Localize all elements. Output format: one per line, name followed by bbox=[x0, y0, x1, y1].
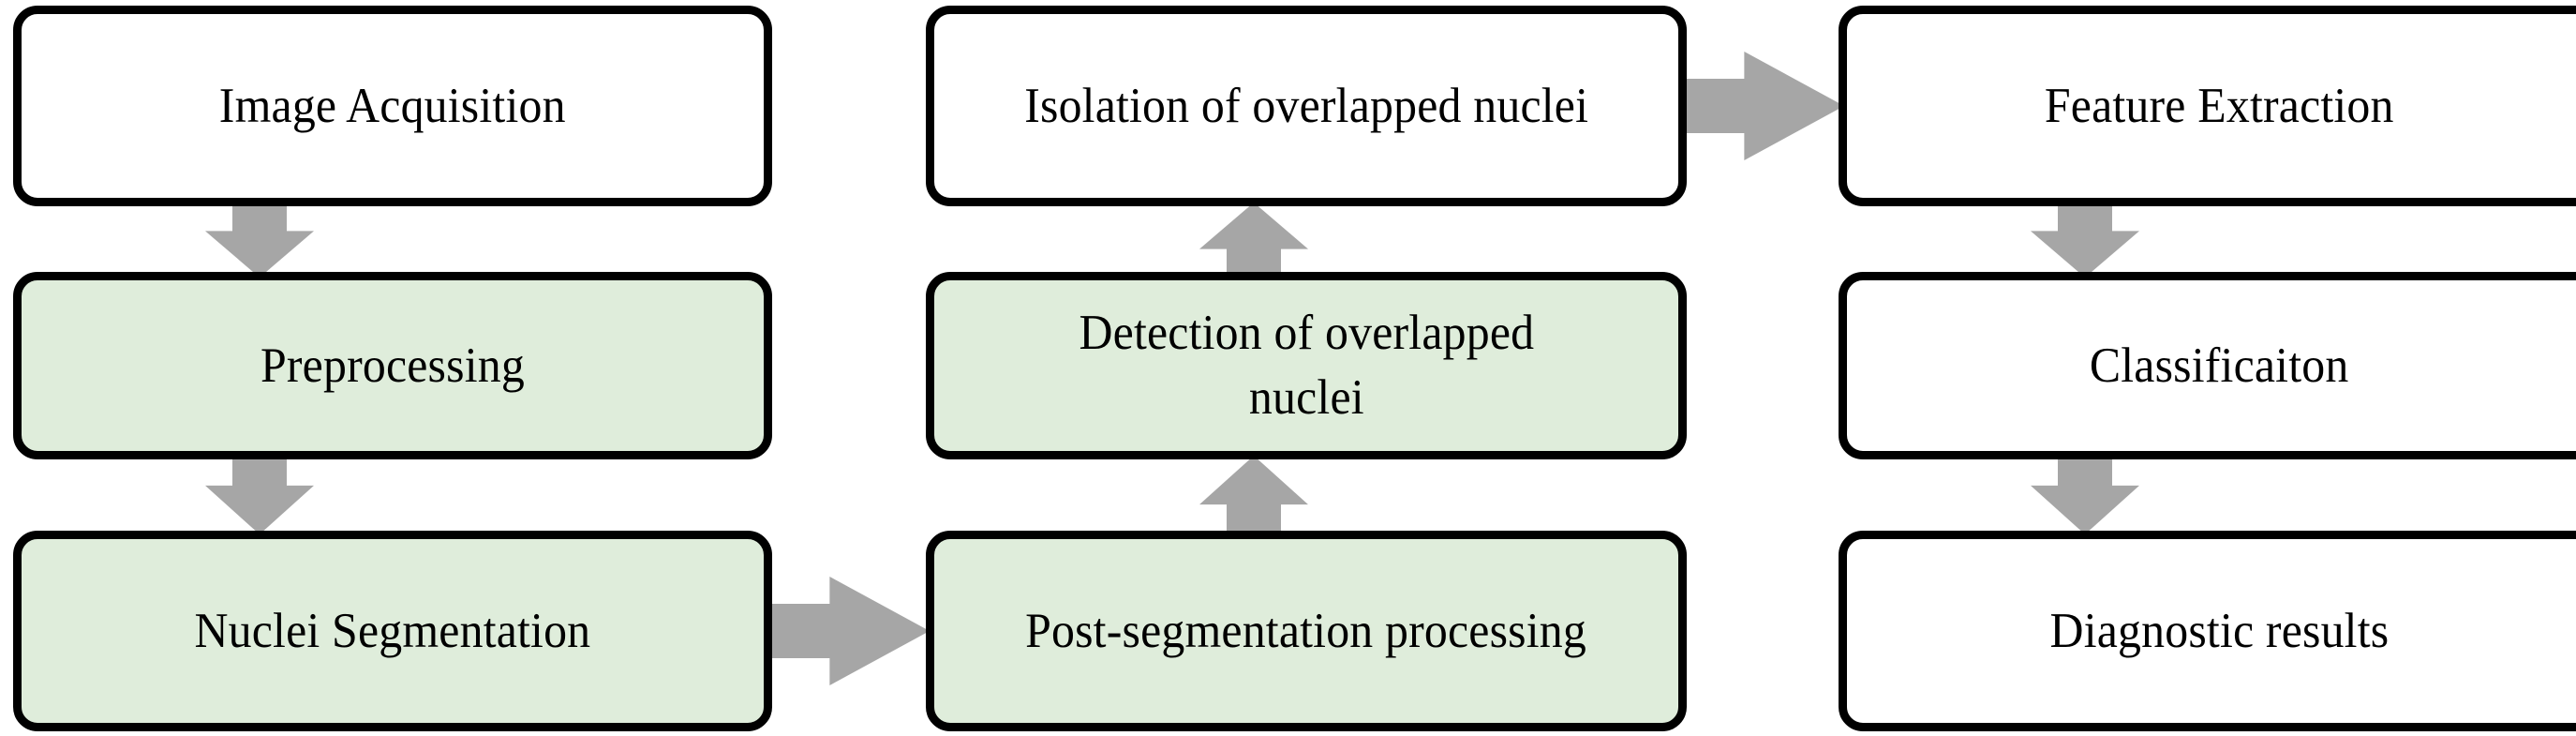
arrow-down-image-acquisition-to-preprocessing bbox=[205, 203, 314, 278]
node-post-segmentation-processing[interactable]: Post-segmentation processing bbox=[926, 531, 1687, 731]
node-diagnostic-results[interactable]: Diagnostic results bbox=[1839, 531, 2576, 731]
node-label-detection-of-overlapped-nuclei: Detection of overlapped nuclei bbox=[1079, 306, 1534, 425]
node-label-preprocessing: Preprocessing bbox=[261, 338, 525, 393]
arrow-shape bbox=[2031, 456, 2139, 534]
arrow-shape bbox=[1199, 203, 1308, 278]
node-label-isolation-of-overlapped-nuclei: Isolation of overlapped nuclei bbox=[1024, 78, 1588, 133]
arrow-down-feature-extraction-to-classificaiton bbox=[2031, 203, 2139, 278]
node-label-classificaiton: Classificaiton bbox=[2089, 338, 2349, 393]
arrow-shape bbox=[768, 577, 930, 685]
node-label-nuclei-segmentation: Nuclei Segmentation bbox=[194, 603, 591, 658]
node-label-diagnostic-results: Diagnostic results bbox=[2049, 603, 2389, 658]
node-image-acquisition[interactable]: Image Acquisition bbox=[13, 6, 772, 206]
arrow-shape bbox=[205, 203, 314, 278]
node-label-image-acquisition: Image Acquisition bbox=[219, 78, 566, 133]
arrow-down-classificaiton-to-diagnostic-results bbox=[2031, 456, 2139, 534]
arrow-shape bbox=[1199, 456, 1308, 534]
node-label-post-segmentation-processing: Post-segmentation processing bbox=[1025, 603, 1587, 658]
node-feature-extraction[interactable]: Feature Extraction bbox=[1839, 6, 2576, 206]
node-label-feature-extraction: Feature Extraction bbox=[2044, 78, 2394, 133]
arrow-right-isolation-of-overlapped-nuclei-to-feature-extraction bbox=[1683, 52, 1844, 160]
node-nuclei-segmentation[interactable]: Nuclei Segmentation bbox=[13, 531, 772, 731]
arrow-up-detection-of-overlapped-nuclei-to-isolation-of-overlapped-nuclei bbox=[1199, 203, 1308, 278]
arrow-right-nuclei-segmentation-to-post-segmentation-processing bbox=[768, 577, 930, 685]
node-classificaiton[interactable]: Classificaiton bbox=[1839, 272, 2576, 459]
arrow-shape bbox=[205, 456, 314, 534]
node-isolation-of-overlapped-nuclei[interactable]: Isolation of overlapped nuclei bbox=[926, 6, 1687, 206]
arrow-shape bbox=[1683, 52, 1844, 160]
node-preprocessing[interactable]: Preprocessing bbox=[13, 272, 772, 459]
node-detection-of-overlapped-nuclei[interactable]: Detection of overlapped nuclei bbox=[926, 272, 1687, 459]
arrow-down-preprocessing-to-nuclei-segmentation bbox=[205, 456, 314, 534]
arrow-up-post-segmentation-processing-to-detection-of-overlapped-nuclei bbox=[1199, 456, 1308, 534]
arrow-shape bbox=[2031, 203, 2139, 278]
